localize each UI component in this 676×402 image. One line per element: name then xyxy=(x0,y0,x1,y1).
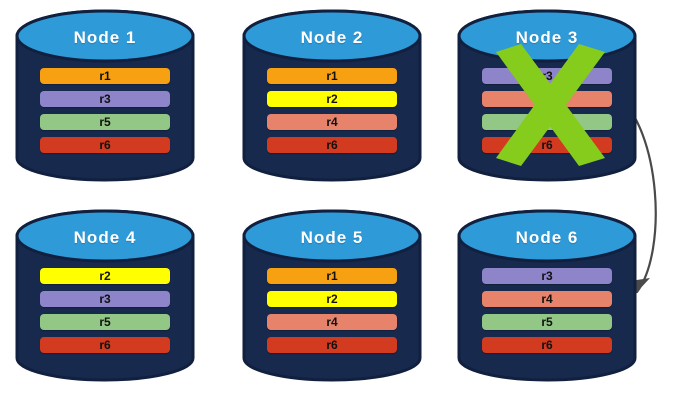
replica-label-r4: r4 xyxy=(326,315,338,329)
cylinder-top-ellipse xyxy=(242,9,422,63)
replica-label-r3: r3 xyxy=(541,269,553,283)
replica-bar-r4[interactable]: r4 xyxy=(267,114,397,130)
replica-label-r6: r6 xyxy=(541,138,553,152)
replica-bar-r5[interactable]: r5 xyxy=(482,314,612,330)
replica-bar-r6[interactable]: r6 xyxy=(40,137,170,153)
replica-label-r6: r6 xyxy=(326,338,338,352)
replica-bar-r1[interactable]: r1 xyxy=(267,268,397,284)
replica-bar-r4[interactable]: r4 xyxy=(267,314,397,330)
replica-bar-r5[interactable]: r5 xyxy=(40,314,170,330)
cylinder-top-ellipse xyxy=(457,9,637,63)
replica-label-r5: r5 xyxy=(99,315,111,329)
node-3-replica-list: r3 r4 r5 r6 xyxy=(482,68,612,160)
replica-bar-r5[interactable]: r5 xyxy=(482,114,612,130)
node-4-replica-list: r2 r3 r5 r6 xyxy=(40,268,170,360)
replica-label-r1: r1 xyxy=(326,269,338,283)
node-5-replica-list: r1 r2 r4 r6 xyxy=(267,268,397,360)
replica-bar-r6[interactable]: r6 xyxy=(40,337,170,353)
node-6-replica-list: r3 r4 r5 r6 xyxy=(482,268,612,360)
replica-label-r3: r3 xyxy=(99,292,111,306)
replica-label-r3: r3 xyxy=(541,69,553,83)
replica-bar-r1[interactable]: r1 xyxy=(40,68,170,84)
node-2-replica-list: r1 r2 r4 r6 xyxy=(267,68,397,160)
cylinder-top-ellipse xyxy=(15,209,195,263)
replica-label-r1: r1 xyxy=(99,69,111,83)
replica-label-r1: r1 xyxy=(326,69,338,83)
replica-bar-r6[interactable]: r6 xyxy=(267,137,397,153)
replica-bar-r3[interactable]: r3 xyxy=(482,68,612,84)
replica-label-r6: r6 xyxy=(541,338,553,352)
replica-label-r5: r5 xyxy=(541,315,553,329)
replica-label-r3: r3 xyxy=(99,92,111,106)
replica-bar-r2[interactable]: r2 xyxy=(267,291,397,307)
cylinder-top-ellipse xyxy=(242,209,422,263)
replica-bar-r2[interactable]: r2 xyxy=(267,91,397,107)
replica-bar-r5[interactable]: r5 xyxy=(40,114,170,130)
cylinder-top-ellipse xyxy=(457,209,637,263)
replica-bar-r6[interactable]: r6 xyxy=(482,337,612,353)
replica-bar-r3[interactable]: r3 xyxy=(40,91,170,107)
replica-bar-r3[interactable]: r3 xyxy=(40,291,170,307)
replica-label-r4: r4 xyxy=(541,92,553,106)
replica-label-r2: r2 xyxy=(326,292,338,306)
replica-bar-r1[interactable]: r1 xyxy=(267,68,397,84)
replica-label-r4: r4 xyxy=(326,115,338,129)
replica-label-r4: r4 xyxy=(541,292,553,306)
replica-bar-r4[interactable]: r4 xyxy=(482,291,612,307)
cylinder-top-ellipse xyxy=(15,9,195,63)
replica-label-r2: r2 xyxy=(99,269,111,283)
replica-bar-r4[interactable]: r4 xyxy=(482,91,612,107)
node-1-replica-list: r1 r3 r5 r6 xyxy=(40,68,170,160)
replica-bar-r2[interactable]: r2 xyxy=(40,268,170,284)
replica-label-r6: r6 xyxy=(99,138,111,152)
replica-label-r2: r2 xyxy=(326,92,338,106)
replica-bar-r6[interactable]: r6 xyxy=(482,137,612,153)
replica-label-r6: r6 xyxy=(326,138,338,152)
replica-bar-r6[interactable]: r6 xyxy=(267,337,397,353)
replica-label-r6: r6 xyxy=(99,338,111,352)
replica-bar-r3[interactable]: r3 xyxy=(482,268,612,284)
replica-label-r5: r5 xyxy=(541,115,553,129)
replica-label-r5: r5 xyxy=(99,115,111,129)
